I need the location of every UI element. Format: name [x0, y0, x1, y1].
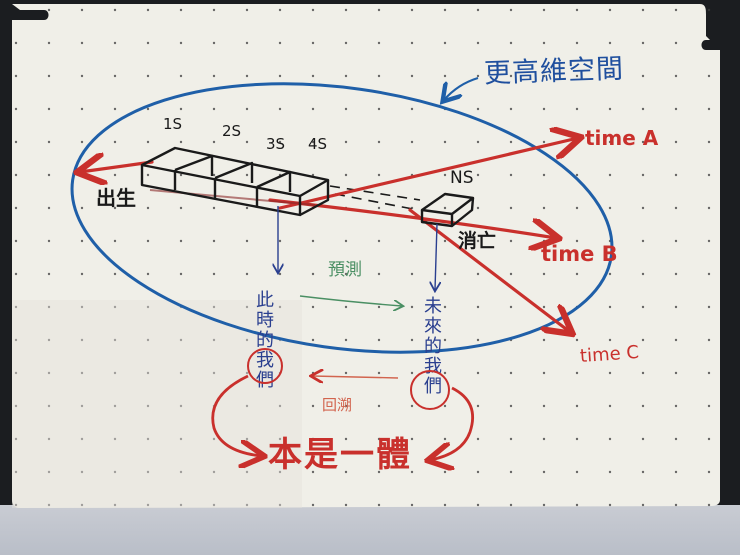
time-c-label: time C — [579, 341, 640, 368]
time-slice-boxes — [140, 146, 330, 217]
present-to-unity-arrow — [211, 374, 262, 456]
future-to-unity-arrow — [430, 386, 475, 460]
future-down-arrow — [435, 223, 437, 290]
present-self-circle — [247, 348, 283, 384]
ns-label: NS — [450, 168, 474, 188]
trace-back-arrow — [312, 376, 399, 378]
time-a-label: time A — [585, 126, 659, 150]
birth-arrow — [80, 162, 154, 172]
trace-back-label: 回溯 — [322, 396, 353, 414]
higher-dimension-label: 更高維空間 — [483, 53, 625, 90]
death-label: 消亡 — [458, 230, 497, 252]
timeline-a-arrow — [278, 138, 578, 210]
second-label-3: 3S — [266, 135, 286, 153]
future-self-circle — [410, 370, 450, 410]
birth-label: 出生 — [96, 186, 136, 210]
second-label-2: 2S — [222, 122, 242, 140]
time-b-label: time B — [541, 242, 618, 266]
conclusion-label: 本是一體 — [268, 435, 412, 475]
predict-label: 預測 — [328, 260, 362, 280]
predict-arrow — [299, 295, 402, 306]
higher-dim-pointer-arrow — [444, 76, 479, 100]
second-label-1: 1S — [163, 115, 183, 133]
desk-surface — [0, 505, 740, 555]
second-label-4: 4S — [308, 135, 328, 153]
timeline-dashes — [329, 185, 421, 211]
